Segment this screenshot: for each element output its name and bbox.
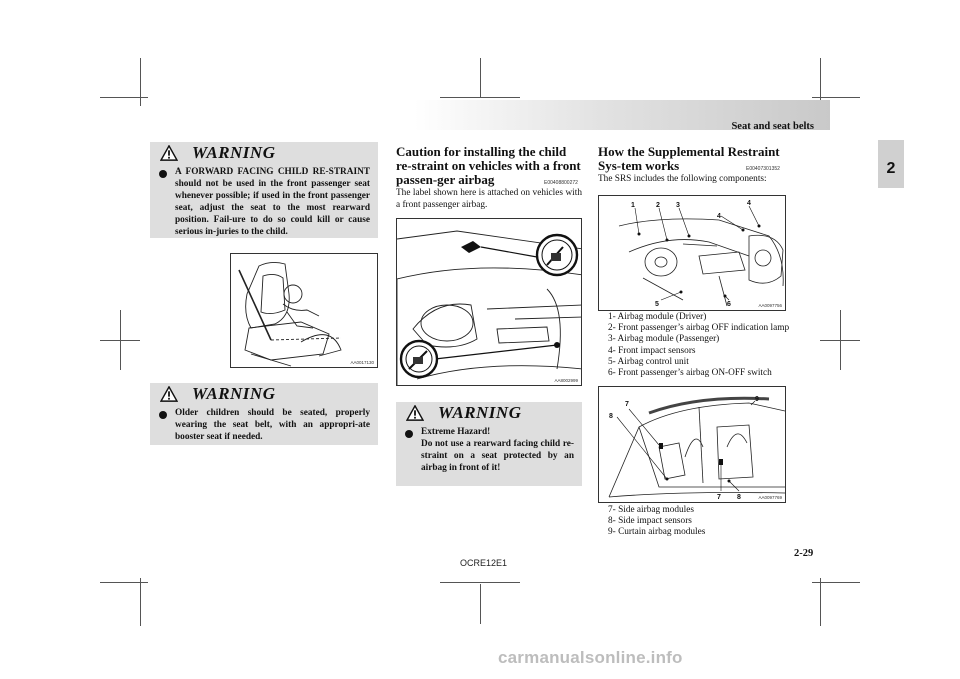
legend-item: 5- Airbag control unit <box>608 356 689 367</box>
legend-item: 4- Front impact sensors <box>608 345 696 356</box>
callout-label: 1 <box>631 202 635 209</box>
warning-text: A FORWARD FACING CHILD RE-STRAINT should… <box>175 167 370 237</box>
legend-item: 9- Curtain airbag modules <box>608 527 706 538</box>
srs-legend-2: 7- Side airbag modules 8- Side impact se… <box>608 505 705 539</box>
figure-code: AA0097769 <box>758 495 782 500</box>
bullet-dot <box>159 411 167 419</box>
warning-box-3: WARNING Extreme Hazard! Do not use a rea… <box>396 402 582 486</box>
document-code: OCRE12E1 <box>460 558 508 568</box>
chapter-tab: 2 <box>878 140 904 188</box>
srs-body: The SRS includes the following component… <box>598 174 767 184</box>
callout-label: 8 <box>609 413 613 420</box>
page-number: 2-29 <box>794 548 814 559</box>
figure-code: AA8002999 <box>554 378 578 383</box>
side-airbag-drawing: 7 8 9 7 8 <box>608 396 785 501</box>
srs-legend-1: 1- Airbag module (Driver) 2- Front passe… <box>608 312 789 379</box>
warning-title: WARNING <box>192 143 276 162</box>
legend-item: 6- Front passenger’s airbag ON-OFF switc… <box>608 368 772 379</box>
callout-label: 9 <box>755 396 759 403</box>
bullet-dot <box>159 170 167 178</box>
warning-box-2: WARNING Older children should be seated,… <box>150 383 378 445</box>
side-airbag-illustration: 7 8 9 7 8 AA0097769 <box>598 386 786 503</box>
callout-label: 2 <box>656 202 660 209</box>
dashboard-drawing <box>397 230 581 385</box>
srs-components-drawing: 1 2 3 4 4 5 6 <box>618 200 784 308</box>
bullet-dot <box>405 430 413 438</box>
callout-label: 5 <box>655 301 659 308</box>
legend-item: 2- Front passenger’s airbag OFF indicati… <box>608 323 790 334</box>
warning-title: WARNING <box>192 384 276 403</box>
warning-title: WARNING <box>438 403 522 422</box>
warning-text: Do not use a rearward facing child re-st… <box>421 439 574 473</box>
child-seat-illustration: AA0017130 <box>230 253 378 368</box>
legend-item: 3- Airbag module (Passenger) <box>608 334 720 345</box>
airbag-label-illustration: AA8002999 <box>396 218 582 386</box>
warning-triangle-icon <box>160 386 178 402</box>
figure-code: AA0017130 <box>350 360 374 365</box>
warning-text: Older children should be seated, properl… <box>175 408 370 442</box>
legend-item: 1- Airbag module (Driver) <box>608 312 707 322</box>
caution-ref-code: E00408800272 <box>544 180 578 186</box>
callout-label: 3 <box>676 202 680 209</box>
warning-triangle-icon <box>406 405 424 421</box>
warning-box-1: WARNING A FORWARD FACING CHILD RE-STRAIN… <box>150 142 378 238</box>
callout-label: 6 <box>727 301 731 308</box>
callout-label: 4 <box>747 200 751 207</box>
warning-hazard-line: Extreme Hazard! <box>421 427 491 437</box>
legend-item: 7- Side airbag modules <box>608 505 694 515</box>
caution-heading: Caution for installing the child re-stra… <box>396 144 581 187</box>
legend-item: 8- Side impact sensors <box>608 516 692 527</box>
caution-body: The label shown here is attached on vehi… <box>396 188 582 210</box>
watermark-text: carmanualsonline.info <box>498 648 683 667</box>
warning-triangle-icon <box>160 145 178 161</box>
srs-ref-code: E00407301352 <box>746 166 780 172</box>
srs-heading: How the Supplemental Restraint Sys-tem w… <box>598 144 780 173</box>
callout-label: 4 <box>717 213 721 220</box>
figure-code: AA0097756 <box>758 303 782 308</box>
callout-label: 7 <box>625 401 629 408</box>
section-title: Seat and seat belts <box>731 121 814 132</box>
child-seat-drawing <box>238 261 342 367</box>
srs-components-illustration: 1 2 3 4 4 5 6 AA0097756 <box>598 195 786 311</box>
header-band <box>414 100 830 130</box>
callout-label: 7 <box>717 494 721 501</box>
callout-label: 8 <box>737 494 741 501</box>
